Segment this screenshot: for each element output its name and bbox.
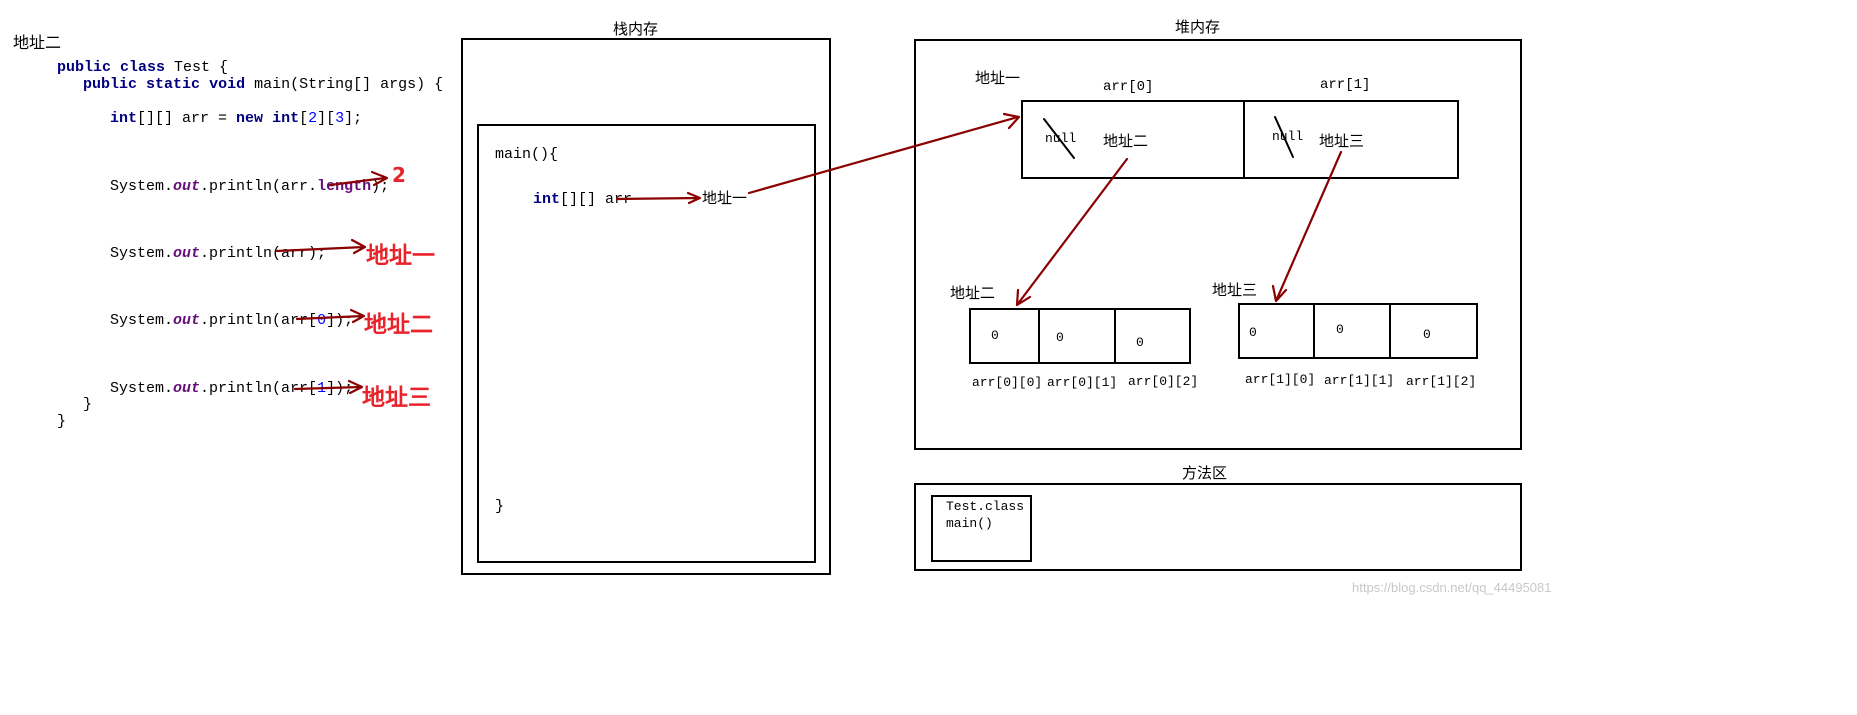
arrow-to-inner-array-1 bbox=[1271, 150, 1343, 303]
inner-array-divider bbox=[1389, 303, 1391, 359]
inner-cell-index: arr[0][2] bbox=[1128, 374, 1199, 389]
code-top-label: 地址二 bbox=[13, 33, 62, 52]
arrow-to-inner-array-0 bbox=[1015, 157, 1129, 307]
inner-cell-index: arr[0][0] bbox=[972, 375, 1043, 390]
stack-variable-value: 地址一 bbox=[702, 189, 748, 207]
class-method-label: main() bbox=[946, 516, 993, 531]
arrow-stack-variable bbox=[615, 191, 702, 205]
outer-cell-header: arr[0] bbox=[1103, 79, 1154, 95]
arrow-output-arr0 bbox=[295, 308, 366, 324]
inner-array-divider bbox=[1313, 303, 1315, 359]
class-info-box bbox=[931, 495, 1032, 562]
outer-cell-value: 地址二 bbox=[1103, 132, 1149, 150]
inner-cell-value: 0 bbox=[1336, 322, 1344, 337]
code-line-print-arr1: System.out.println(arr[1]); bbox=[110, 380, 354, 397]
inner-array-box bbox=[1238, 303, 1478, 359]
inner-cell-value: 0 bbox=[1136, 335, 1144, 350]
arrow-to-outer-array bbox=[747, 112, 1021, 195]
method-area-box bbox=[914, 483, 1522, 571]
code-line-main: public static void main(String[] args) { bbox=[83, 76, 444, 93]
inner-array-divider bbox=[1114, 308, 1116, 364]
main-stack-frame bbox=[477, 124, 816, 563]
stack-variable-arr: int[][] arr bbox=[533, 191, 633, 208]
inner-cell-value: 0 bbox=[1423, 327, 1431, 342]
frame-open-label: main(){ bbox=[495, 146, 559, 163]
inner-cell-value: 0 bbox=[1249, 325, 1257, 340]
inner-array-box bbox=[969, 308, 1191, 364]
arrow-output-arr1 bbox=[293, 379, 364, 395]
strike-null bbox=[1043, 118, 1075, 159]
outer-cell-old-null: null bbox=[1045, 131, 1077, 146]
code-line-declaration: int[][] arr = new int[2][3]; bbox=[110, 110, 363, 127]
method-area-title: 方法区 bbox=[1182, 464, 1228, 482]
annotation-output-arr1: 地址三 bbox=[362, 385, 431, 411]
inner-array-label: 地址二 bbox=[950, 284, 996, 302]
inner-cell-index: arr[1][0] bbox=[1245, 372, 1316, 387]
inner-cell-value: 0 bbox=[991, 328, 999, 343]
outer-array-label: 地址一 bbox=[975, 69, 1021, 87]
code-line-class: public class Test { bbox=[57, 59, 229, 76]
stack-memory-box bbox=[461, 38, 831, 575]
arrow-output-arr bbox=[275, 238, 367, 255]
inner-cell-index: arr[1][1] bbox=[1324, 373, 1395, 388]
annotation-output-arr0: 地址二 bbox=[364, 312, 433, 338]
code-close-brace-outer: } bbox=[57, 413, 67, 430]
outer-array-box bbox=[1021, 100, 1459, 179]
watermark: https://blog.csdn.net/qq_44495081 bbox=[1352, 580, 1552, 595]
frame-close-label: } bbox=[495, 498, 505, 515]
outer-cell-value: 地址三 bbox=[1319, 132, 1365, 150]
annotation-output-arr: 地址一 bbox=[366, 243, 435, 269]
heap-memory-box bbox=[914, 39, 1522, 450]
annotation-output-length: 2 bbox=[392, 163, 406, 187]
code-close-brace-inner: } bbox=[83, 396, 93, 413]
inner-cell-value: 0 bbox=[1056, 330, 1064, 345]
inner-array-divider bbox=[1038, 308, 1040, 364]
arrow-output-length bbox=[328, 170, 389, 187]
heap-title: 堆内存 bbox=[1175, 18, 1221, 36]
inner-cell-index: arr[0][1] bbox=[1047, 375, 1118, 390]
stack-title: 栈内存 bbox=[613, 20, 659, 38]
inner-array-label: 地址三 bbox=[1212, 281, 1258, 299]
class-name-label: Test.class bbox=[946, 499, 1025, 514]
inner-cell-index: arr[1][2] bbox=[1406, 374, 1477, 389]
outer-cell-old-null: null bbox=[1272, 129, 1304, 144]
code-line-print-arr0: System.out.println(arr[0]); bbox=[110, 312, 354, 329]
strike-null bbox=[1274, 116, 1294, 158]
outer-cell-header: arr[1] bbox=[1320, 77, 1371, 93]
outer-array-divider bbox=[1243, 100, 1245, 179]
